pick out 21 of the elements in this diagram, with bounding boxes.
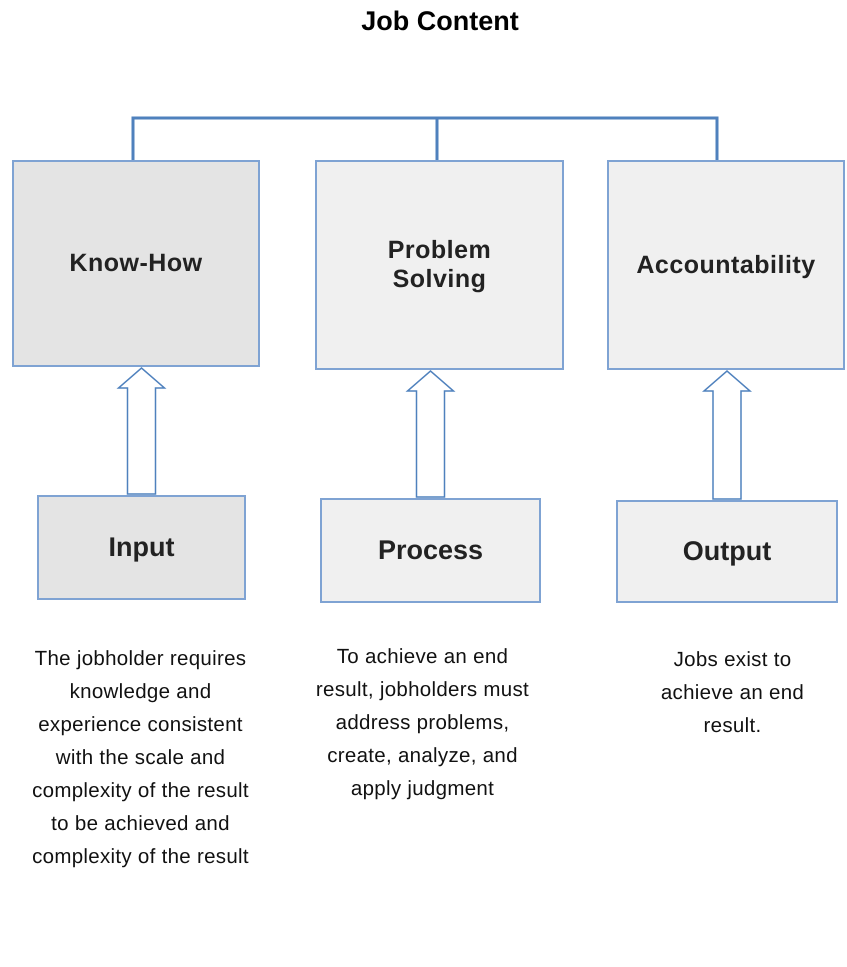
text-box xyxy=(37,495,246,600)
box-label: Accountability xyxy=(636,250,816,280)
text-box xyxy=(320,498,541,603)
bracket-connector xyxy=(132,116,438,160)
box-label: Process xyxy=(378,535,484,566)
box-label: Output xyxy=(682,536,772,567)
text-box xyxy=(12,160,260,367)
description-text: Jobs exist to achieve an end result. xyxy=(660,647,806,739)
description-text: To achieve an end result, jobholders must address problems, create, analyze, and apply judgment xyxy=(314,644,530,802)
block-arrow xyxy=(116,367,166,495)
text-box xyxy=(315,160,564,370)
block-arrow xyxy=(406,370,456,498)
box-label: Problem Solving xyxy=(386,236,492,294)
diagram-title: Job Content xyxy=(360,6,520,37)
box-label: Input xyxy=(108,532,174,563)
block-arrow xyxy=(702,370,752,500)
box-label: Know-How xyxy=(69,249,203,278)
text-box xyxy=(616,500,838,603)
description-text: The jobholder requires knowledge and experience consistent with the scale and complexity of the result to be achieved and complexity of the result xyxy=(31,646,250,870)
text-box xyxy=(607,160,845,370)
bracket-connector xyxy=(436,116,718,160)
